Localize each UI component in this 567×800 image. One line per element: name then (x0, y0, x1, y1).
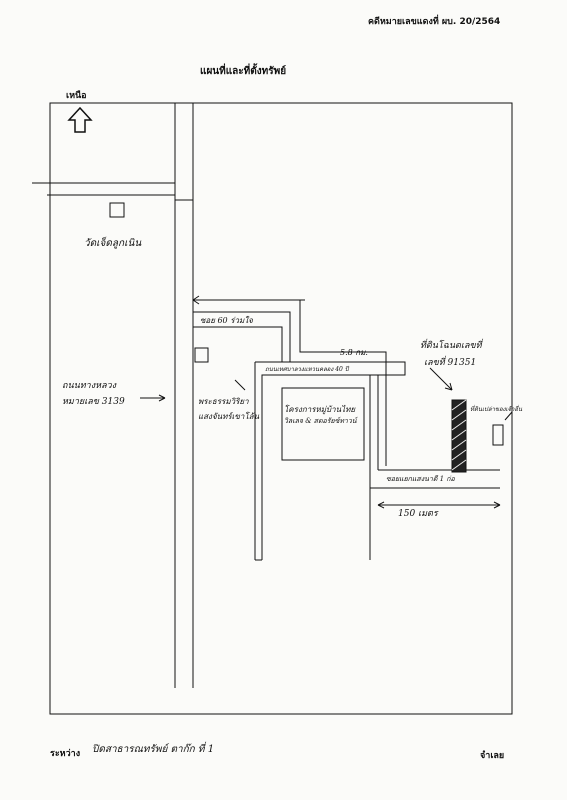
parties-text: ปิดสาธารณทรัพย์ ตาก๊ก ที่ 1 (92, 744, 215, 755)
north-arrow-icon (67, 106, 93, 133)
distance-150: 150 เมตร (398, 509, 438, 519)
monk-label-1: พระธรรมวิริยา (198, 397, 249, 406)
page-title: แผนที่และที่ตั้งทรัพย์ (200, 66, 287, 77)
road-top-label: ถนนเทศบาลวงแหวนคลอง 40 ปี (265, 366, 349, 373)
main-road-label-2: หมายเลข 3139 (62, 397, 125, 407)
neighbor-label: ที่ดินเปล่าของเจ้าอื่น (470, 406, 523, 413)
property-label-2: เลขที่ 91351 (424, 358, 477, 368)
project-label-1: โครงการหมู่บ้านไทย (284, 405, 356, 414)
map-frame (49, 102, 513, 715)
main-road-label-1: ถนนทางหลวง (62, 381, 117, 391)
monk-label-2: แสงจันทร์เขาโล้น (198, 412, 260, 421)
north-label: เหนือ (66, 91, 87, 101)
soi-60-label: ซอย 60 ร่วมใจ (200, 316, 253, 325)
soi-bottom-label: ซอยแยกแสงนาดี 1 ก่อ (386, 475, 455, 483)
distance-58: 5.8 กม. (340, 348, 368, 357)
defendant-label: จำเลย (480, 751, 505, 761)
property-label-1: ที่ดินโฉนดเลขที่ (420, 341, 482, 351)
project-label-2: วิลเลจ & สตอรัยซ์ทาวน์ (284, 417, 357, 425)
project-block (281, 387, 365, 461)
between-label: ระหว่าง (50, 749, 81, 759)
case-number: คดีหมายเลขแดงที่ ผบ. 20/2564 (368, 17, 501, 27)
temple-label: วัดเจ็ดลูกเนิน (84, 238, 142, 249)
